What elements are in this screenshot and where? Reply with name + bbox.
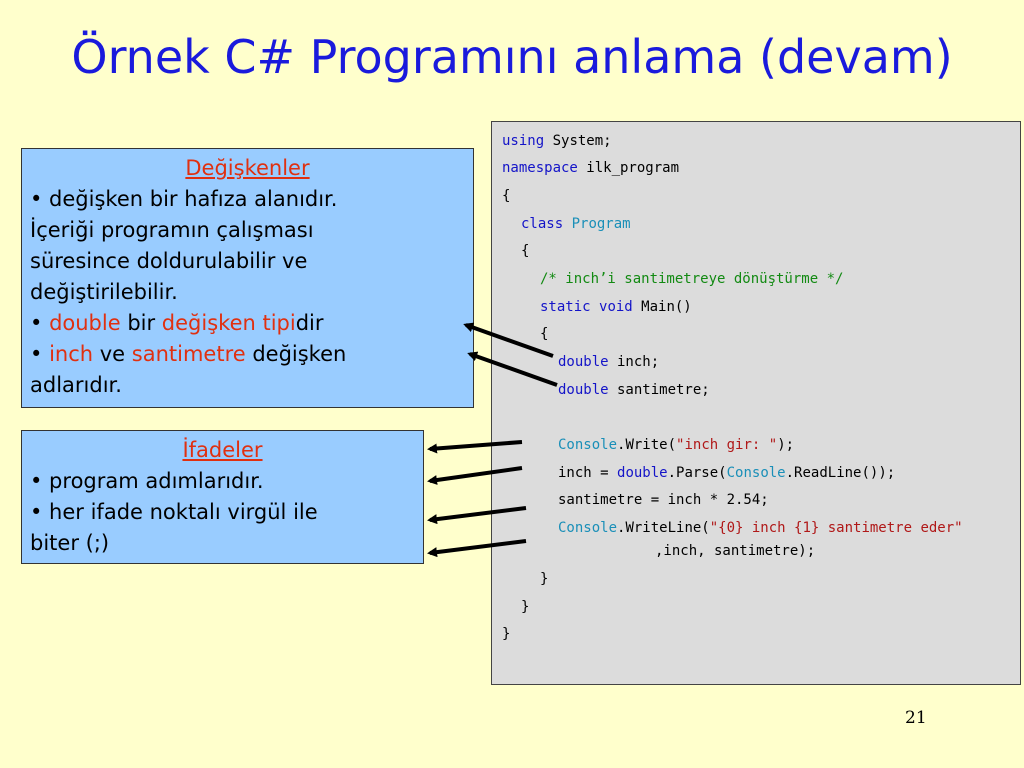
variables-line-7: adlarıdır. [30, 373, 122, 397]
slide-title: Örnek C# Programını anlama (devam) [71, 30, 953, 84]
variables-line-5: • double bir değişken tipidir [30, 308, 465, 339]
code-line-10: double santimetre; [558, 382, 710, 398]
highlight-variable-type: değişken tipi [161, 311, 296, 335]
code-text: ilk_program [577, 160, 680, 176]
code-keyword: double [558, 382, 609, 398]
code-string: "inch gir: " [676, 437, 778, 453]
code-line-11: Console.Write("inch gir: "); [558, 437, 794, 453]
code-panel: using System; namespace ilk_program { cl… [491, 121, 1021, 685]
text-ve: ve [93, 342, 132, 366]
code-keyword: using [502, 133, 545, 149]
code-line-6-comment: /* inch’i santimetreye dönüştürme */ [540, 271, 844, 287]
code-keyword: double [617, 465, 668, 481]
statements-box: İfadeler • program adımlarıdır. • her if… [21, 430, 424, 564]
variables-line-3: süresince doldurulabilir ve [30, 249, 308, 273]
code-line-1: using System; [502, 133, 612, 149]
code-line-13: santimetre = inch * 2.54; [558, 492, 769, 508]
text-bir: bir [120, 311, 162, 335]
code-text: Main() [632, 299, 692, 315]
bullet: • [30, 342, 50, 366]
code-keyword: class [521, 216, 564, 232]
code-type: Program [571, 216, 631, 232]
code-text: System; [544, 133, 612, 149]
highlight-santimetre: santimetre [131, 342, 246, 366]
variables-line-2: İçeriği programın çalışması [30, 218, 314, 242]
code-line-18: } [502, 626, 511, 642]
code-text: .Parse( [667, 465, 727, 481]
variables-line-6: • inch ve santimetre değişken [30, 339, 465, 370]
text-degisken: değişken [245, 342, 347, 366]
variables-box: Değişkenler • değişken bir hafıza alanıd… [21, 148, 474, 408]
text-dir: dir [295, 311, 324, 335]
code-line-8: { [540, 326, 549, 342]
code-text: santimetre; [608, 382, 710, 398]
statements-line-2: • her ifade noktalı virgül ile [30, 500, 318, 524]
statements-line-1: • program adımlarıdır. [30, 469, 264, 493]
code-text: .ReadLine()); [785, 465, 896, 481]
code-type: Console [558, 437, 618, 453]
code-text: inch; [608, 354, 660, 370]
highlight-inch: inch [49, 342, 94, 366]
code-line-9: double inch; [558, 354, 659, 370]
code-text: ); [777, 437, 795, 453]
code-keyword: static [540, 299, 591, 315]
code-string: "{0} inch {1} santimetre eder" [709, 520, 963, 536]
statements-heading: İfadeler [182, 438, 263, 462]
code-type: Console [726, 465, 786, 481]
code-keyword: double [558, 354, 609, 370]
code-type: Console [558, 520, 618, 536]
code-line-15: ,inch, santimetre); [655, 543, 816, 559]
highlight-double: double [49, 311, 121, 335]
bullet: • [30, 311, 50, 335]
code-keyword: void [599, 299, 633, 315]
code-line-2: namespace ilk_program [502, 160, 679, 176]
code-line-3: { [502, 188, 511, 204]
variables-heading: Değişkenler [185, 156, 310, 180]
variables-line-1: • değişken bir hafıza alanıdır. [30, 187, 338, 211]
code-line-7: static void Main() [540, 299, 692, 315]
page-number: 21 [905, 708, 927, 728]
code-line-12: inch = double.Parse(Console.ReadLine()); [558, 465, 895, 481]
code-text: inch = [558, 465, 618, 481]
code-text: .WriteLine( [617, 520, 710, 536]
code-line-4: class Program [521, 216, 631, 232]
code-space [591, 299, 599, 315]
code-line-5: { [521, 243, 530, 259]
code-line-14: Console.WriteLine("{0} inch {1} santimet… [558, 520, 963, 536]
code-space [563, 216, 571, 232]
statements-line-3: biter (;) [30, 531, 110, 555]
code-keyword: namespace [502, 160, 578, 176]
code-line-17: } [521, 599, 530, 615]
code-text: .Write( [617, 437, 677, 453]
variables-line-4: değiştirilebilir. [30, 280, 178, 304]
code-line-16: } [540, 571, 549, 587]
